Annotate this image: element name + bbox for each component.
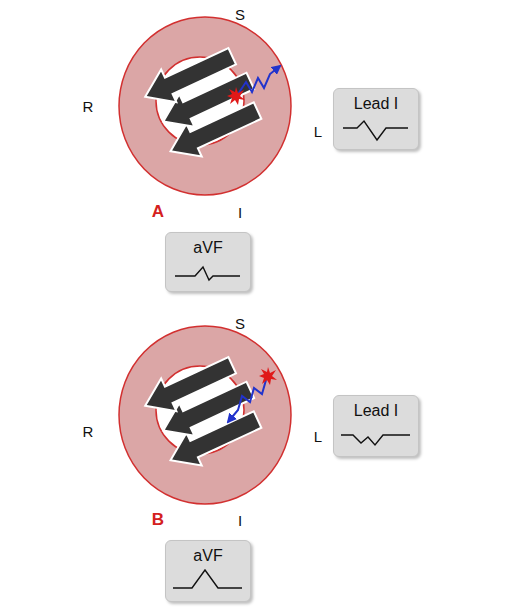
axis-direction: S [235, 6, 245, 23]
lead-box: aVF [165, 232, 251, 292]
lead-box: Lead I [333, 88, 419, 150]
axis-direction: S [235, 315, 245, 332]
panel-letter: B [152, 510, 164, 530]
axis-direction: R [83, 423, 94, 440]
lead-name: aVF [166, 233, 250, 257]
avf-waveform-b [173, 570, 242, 588]
lead-name: aVF [166, 541, 250, 565]
lead-name: Lead I [334, 396, 418, 420]
axis-direction: L [314, 123, 322, 140]
ventricle-ring-a [119, 17, 291, 195]
panel-letter: A [152, 202, 164, 222]
lead-box: aVF [165, 540, 251, 602]
axis-direction: L [314, 428, 322, 445]
axis-direction: I [238, 512, 242, 529]
lead-box: Lead I [333, 395, 419, 457]
lead-name: Lead I [334, 89, 418, 113]
axis-direction: I [238, 204, 242, 221]
lead-i-waveform-b [341, 435, 410, 445]
avf-waveform-a [175, 267, 240, 280]
lead-i-waveform-a [343, 121, 408, 140]
axis-direction: R [83, 98, 94, 115]
ventricle-ring-b [119, 326, 291, 504]
